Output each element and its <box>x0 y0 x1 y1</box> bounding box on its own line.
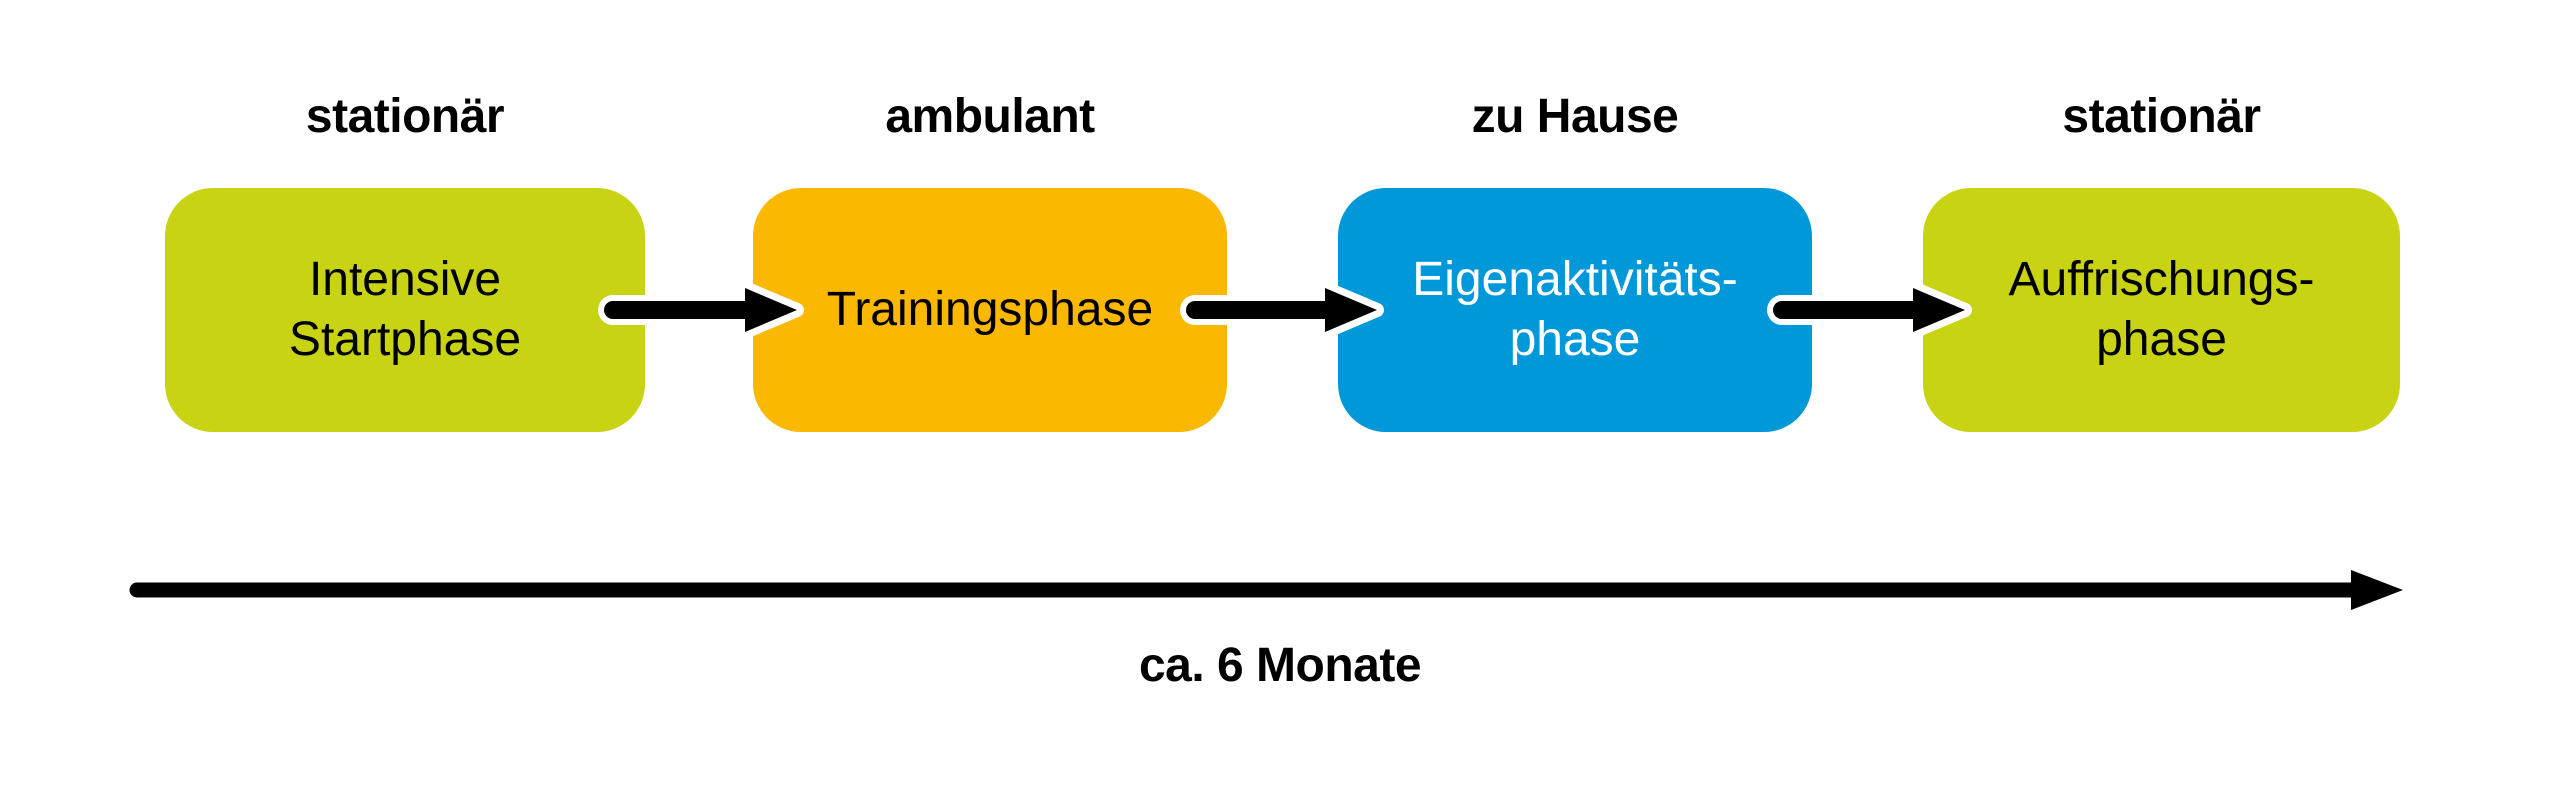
setting-label-stationaer-2: stationär <box>2062 90 2261 143</box>
setting-label-zu-hause: zu Hause <box>1471 90 1679 143</box>
setting-label-stationaer-1: stationär <box>305 90 505 143</box>
phase-box-trainingsphase: Trainingsphase <box>753 188 1227 432</box>
timeline-arrow <box>129 570 2403 610</box>
timeline-caption: ca. 6 Monate <box>1138 639 1422 692</box>
phase-box-eigenaktivitaetsphase: Eigenaktivitäts- phase <box>1338 188 1812 432</box>
phase-box-auffrischungsphase: Auffrischungs- phase <box>1923 188 2400 432</box>
phase-box-intensive-startphase: Intensive Startphase <box>165 188 645 432</box>
setting-label-ambulant: ambulant <box>885 90 1095 143</box>
